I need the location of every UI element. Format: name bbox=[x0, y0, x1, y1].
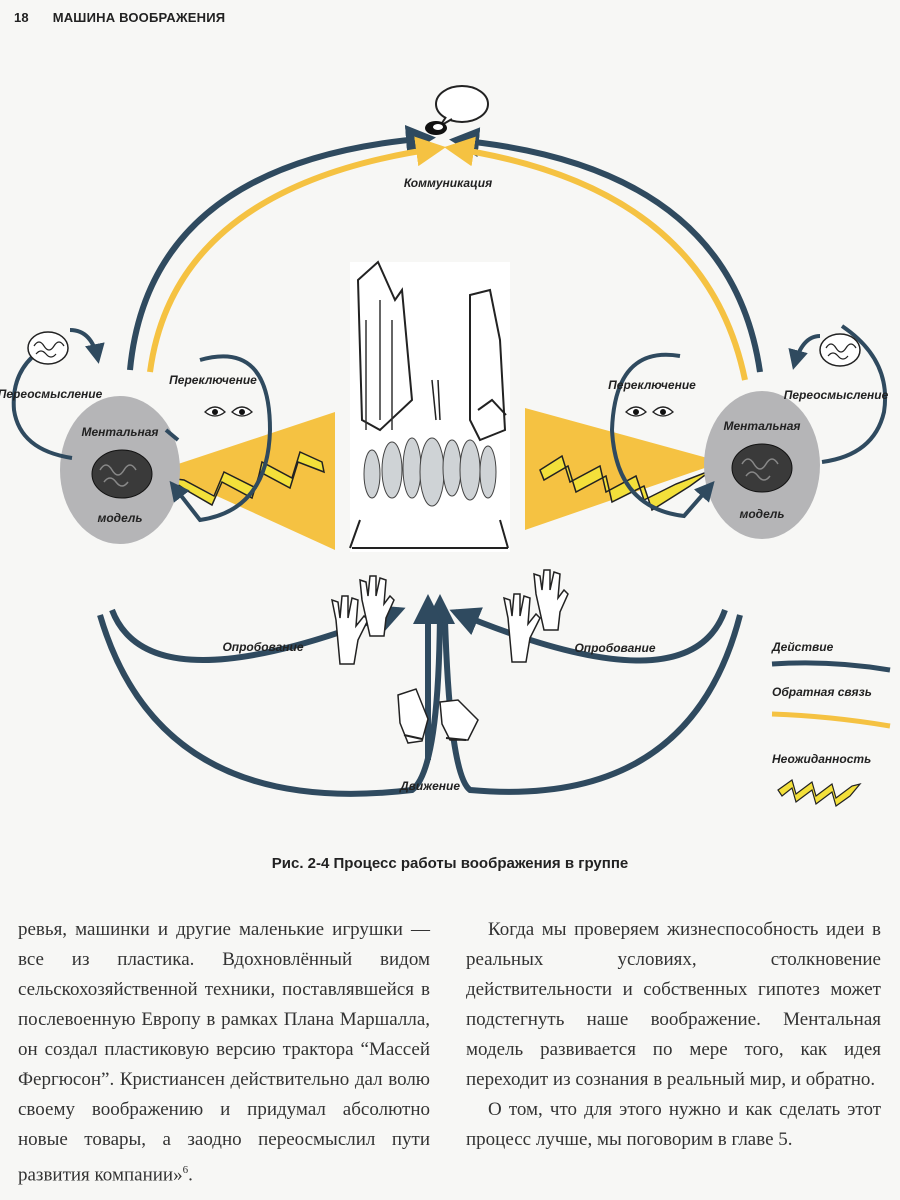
eyes-icon bbox=[204, 406, 253, 417]
footnote-marker: 6 bbox=[182, 1164, 189, 1176]
legend-surprise-label: Неожиданность bbox=[772, 752, 871, 766]
label-switching-left: Переключение bbox=[169, 373, 257, 387]
paragraph: Когда мы проверяем жизнеспособность идеи… bbox=[466, 919, 881, 1090]
speaking-head-icon bbox=[425, 85, 489, 135]
figure-caption: Рис. 2-4 Процесс работы воображения в гр… bbox=[271, 855, 629, 872]
label-communication: Коммуникация bbox=[404, 176, 492, 190]
communication-arcs bbox=[127, 124, 763, 381]
switching-loop-right: Переключение bbox=[608, 352, 715, 519]
street-scene-illustration bbox=[349, 260, 510, 552]
switching-loop-left: Переключение bbox=[164, 354, 273, 523]
brain-icon bbox=[27, 331, 69, 365]
legend-feedback-label: Обратная связь bbox=[772, 685, 872, 699]
mental-model-right: Ментальная модель bbox=[704, 391, 820, 539]
running-header: 18 МАШИНА ВООБРАЖЕНИЯ bbox=[14, 10, 225, 25]
label-rethinking-left: Переосмысление bbox=[0, 387, 103, 401]
paragraph: О том, что для этого нужно и как сделать… bbox=[466, 1099, 881, 1150]
label-movement: Движение bbox=[399, 779, 460, 793]
imagination-process-diagram: Коммуникация Мента bbox=[0, 85, 891, 807]
rethinking-loop-right: Переосмысление bbox=[784, 324, 889, 464]
mental-model-left: Ментальная модель bbox=[60, 396, 180, 544]
label-mental-right-bottom: модель bbox=[739, 507, 784, 521]
paragraph: ревья, машинки и другие маленькие игрушк… bbox=[18, 915, 430, 1190]
hands-icon bbox=[331, 569, 569, 665]
rethinking-loop-left: Переосмысление bbox=[0, 328, 105, 460]
legend: Действие Обратная связь Неожиданность bbox=[771, 640, 891, 807]
page-number: 18 bbox=[14, 10, 29, 25]
text-column-right: Когда мы проверяем жизнеспособность идеи… bbox=[466, 915, 881, 1155]
paragraph-end: . bbox=[188, 1164, 193, 1186]
eyes-icon bbox=[625, 406, 674, 417]
brain-icon bbox=[819, 333, 861, 367]
label-rethinking-right: Переосмысление bbox=[784, 388, 889, 402]
text-column-left: ревья, машинки и другие маленькие игрушк… bbox=[18, 915, 430, 1190]
legend-feedback-swatch bbox=[771, 711, 891, 729]
legend-action-swatch bbox=[771, 660, 891, 673]
label-mental-right-top: Ментальная bbox=[724, 419, 801, 433]
legend-action-label: Действие bbox=[771, 640, 834, 654]
feedback-beams bbox=[160, 408, 722, 550]
label-mental-left-top: Ментальная bbox=[82, 425, 159, 439]
sneakers-icon bbox=[397, 688, 479, 744]
action-arcs-bottom bbox=[97, 594, 743, 797]
legend-surprise-swatch bbox=[777, 779, 862, 807]
label-trying-left: Опробование bbox=[222, 640, 303, 654]
label-switching-right: Переключение bbox=[608, 378, 696, 392]
label-mental-left-bottom: модель bbox=[97, 511, 142, 525]
book-title: МАШИНА ВООБРАЖЕНИЯ bbox=[52, 10, 226, 25]
label-trying-right: Опробование bbox=[574, 641, 655, 655]
paragraph-text: ревья, машинки и другие маленькие игрушк… bbox=[18, 919, 430, 1186]
